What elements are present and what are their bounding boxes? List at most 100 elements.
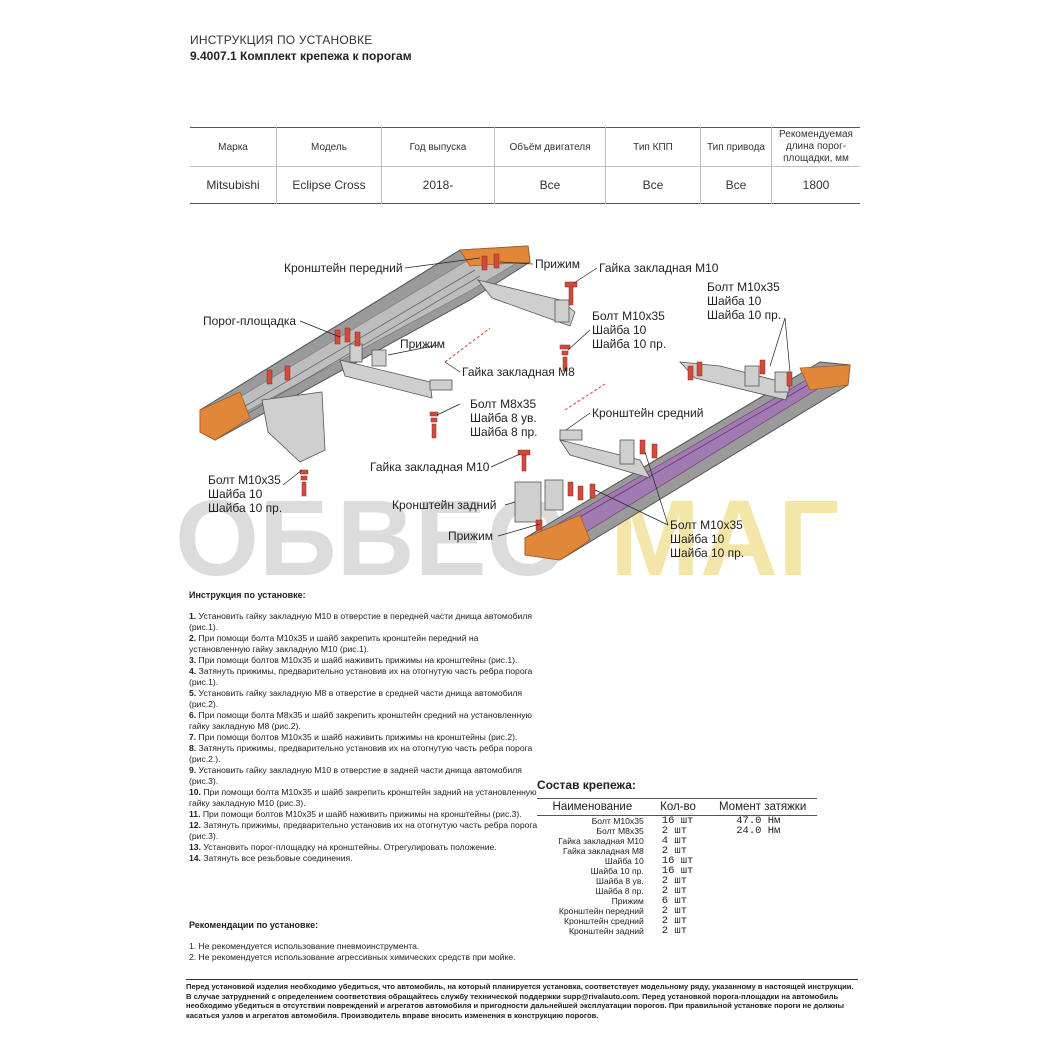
label-washer8pr: Шайба 8 пр.	[470, 425, 538, 439]
assembly-diagram: ОБВЕС МАГ	[175, 245, 851, 598]
fastener-qty: 2 шт	[661, 845, 688, 857]
label-washer10-top: Шайба 10	[592, 323, 647, 337]
fastener-header-torque: Момент затяжки	[708, 798, 817, 816]
label-clamp-mid: Прижим	[400, 337, 445, 351]
instructions-title: Инструкция по установке:	[189, 590, 306, 600]
instruction-step: 6. При помощи болта М8х35 и шайб закрепи…	[189, 710, 532, 731]
diagram-labels: Кронштейн передний Прижим Гайка закладна…	[203, 257, 781, 560]
fastener-torque: 24.0 Нм	[736, 825, 781, 837]
label-mid-bracket: Кронштейн средний	[592, 406, 703, 420]
spec-header-model: Модель	[276, 127, 382, 167]
fastener-torque	[708, 906, 817, 916]
fastener-list-title: Состав крепежа:	[537, 778, 636, 792]
fastener-torque	[708, 896, 817, 906]
spec-header-row: Марка Модель Год выпуска Объём двигателя…	[190, 127, 860, 167]
fastener-name: Болт М10х35	[591, 816, 644, 826]
instruction-step: 4. Затянуть прижимы, предварительно уста…	[189, 666, 533, 687]
fastener-torque	[708, 866, 817, 876]
instruction-step: 13. Установить порог-площадку на кронште…	[189, 842, 497, 852]
fasteners	[266, 253, 793, 531]
label-nut-m8: Гайка закладная М8	[462, 365, 575, 379]
fastener-row: Болт М8х35 2 шт 24.0 Нм	[537, 825, 817, 837]
label-rear-bracket: Кронштейн задний	[392, 498, 497, 512]
leader-lines	[282, 257, 791, 537]
recommendation-item: 2. Не рекомендуется использование агресс…	[189, 952, 516, 962]
instruction-step: 14. Затянуть все резьбовые соединения.	[189, 853, 353, 863]
fastener-torque	[708, 856, 817, 866]
watermark: ОБВЕС МАГ	[175, 477, 839, 598]
label-washer10-right: Шайба 10	[707, 294, 762, 308]
recommendations-title: Рекомендации по установке:	[189, 920, 319, 930]
fastener-name: Болт М8х35	[596, 826, 644, 836]
label-sill: Порог-площадка	[203, 314, 296, 328]
fastener-qty: 6 шт	[661, 895, 688, 907]
instruction-step: 5. Установить гайку закладную М8 в отвер…	[189, 688, 523, 709]
footer-disclaimer: Перед установкой изделия необходимо убед…	[186, 979, 858, 1020]
spec-year: 2018-	[381, 166, 495, 204]
spec-model: Eclipse Cross	[276, 166, 382, 204]
instruction-step: 12. Затянуть прижимы, предварительно уст…	[189, 820, 538, 841]
fastener-name: Шайба 10 пр.	[590, 866, 644, 876]
fastener-name: Гайка закладная М10	[558, 836, 644, 846]
fastener-row: Шайба 8 пр. 2 шт	[537, 885, 817, 897]
spec-header-year: Год выпуска	[381, 127, 495, 167]
spec-brand: Mitsubishi	[190, 166, 277, 204]
label-front-bracket: Кронштейн передний	[284, 261, 403, 275]
fastener-header-row: Наименование Кол-во Момент затяжки	[537, 798, 817, 816]
fastener-header-name: Наименование	[537, 798, 648, 816]
fastener-row: Гайка закладная М8 2 шт	[537, 845, 817, 857]
fastener-torque	[708, 886, 817, 896]
fastener-qty: 2 шт	[661, 925, 688, 937]
fastener-torque	[708, 846, 817, 856]
fastener-torque	[708, 916, 817, 926]
label-washer10pr-top: Шайба 10 пр.	[592, 337, 666, 351]
fastener-name: Шайба 8 пр.	[595, 886, 644, 896]
spec-header-gearbox: Тип КПП	[605, 127, 701, 167]
spec-length: 1800	[802, 178, 830, 192]
fastener-header-qty: Кол-во	[647, 798, 709, 816]
fastener-qty: 16 шт	[661, 865, 694, 877]
fastener-name: Гайка закладная М8	[563, 846, 644, 856]
label-bolt-m10-top: Болт М10х35	[592, 309, 665, 323]
label-clamp-bottom: Прижим	[448, 529, 493, 543]
spec-header-drive: Тип привода	[700, 127, 772, 167]
fastener-list: Состав крепежа: Наименование Кол-во Моме…	[537, 778, 817, 936]
fastener-name: Кронштейн задний	[568, 926, 644, 936]
fastener-table: Наименование Кол-во Момент затяжки Болт …	[537, 798, 817, 936]
fastener-name: Кронштейн средний	[564, 916, 644, 926]
instruction-step: 9. Установить гайку закладную М10 в отве…	[189, 765, 522, 786]
vehicle-spec-table: Марка Модель Год выпуска Объём двигателя…	[190, 127, 860, 204]
watermark-part1: ОБВЕС	[175, 477, 565, 598]
fastener-qty: 2 шт	[661, 885, 688, 897]
installation-instructions: Инструкция по установке: 1. Установить г…	[189, 590, 539, 864]
instruction-step: 3. При помощи болтов М10х35 и шайб нажив…	[189, 655, 518, 665]
document-title: 9.4007.1 Комплект крепежа к порогам	[190, 49, 412, 63]
spec-engine: Все	[494, 166, 606, 204]
fastener-qty: 2 шт	[661, 915, 688, 927]
fastener-qty: 2 шт	[661, 825, 688, 837]
label-washer8uv: Шайба 8 ув.	[470, 411, 537, 425]
fastener-name: Прижим	[611, 896, 644, 906]
spec-header-length: Рекомендуемая длина порог-площадки, мм	[771, 127, 860, 167]
fastener-qty: 2 шт	[661, 875, 688, 887]
fastener-name: Шайба 10	[604, 856, 644, 866]
right-sill	[524, 361, 851, 561]
label-washer10pr-left: Шайба 10 пр.	[208, 501, 282, 515]
fastener-qty: 2 шт	[661, 905, 688, 917]
instruction-step: 1. Установить гайку закладную М10 в отве…	[189, 611, 533, 632]
instruction-step: 10. При помощи болта М10х35 и шайб закре…	[189, 787, 537, 808]
fastener-qty: 16 шт	[661, 815, 694, 827]
label-washer10-left: Шайба 10	[208, 487, 263, 501]
instruction-step: 8. Затянуть прижимы, предварительно уста…	[189, 743, 533, 764]
fastener-name: Шайба 8 ув.	[596, 876, 644, 886]
fastener-torque	[708, 836, 817, 846]
spec-drive: Все	[700, 166, 772, 204]
guide-arrows	[444, 327, 606, 411]
label-bolt-m10-left: Болт М10х35	[208, 473, 281, 487]
label-bolt-m10-bottom: Болт М10х35	[670, 518, 743, 532]
spec-header-brand: Марка	[190, 127, 277, 167]
label-nut-m10-bottom: Гайка закладная М10	[370, 460, 490, 474]
instruction-step: 2. При помощи болта М10х35 и шайб закреп…	[189, 633, 479, 654]
